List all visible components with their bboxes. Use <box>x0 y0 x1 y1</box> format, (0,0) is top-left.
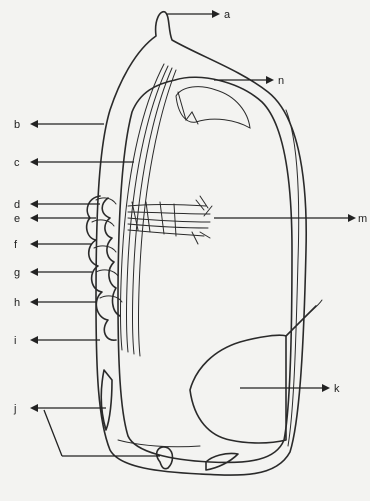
label-a: a <box>224 9 231 21</box>
label-m: m <box>358 213 367 225</box>
label-d: d <box>14 199 20 211</box>
label-b: b <box>14 119 20 131</box>
label-i: i <box>14 335 16 347</box>
label-j: j <box>13 403 16 415</box>
label-e: e <box>14 213 20 225</box>
label-c: c <box>14 157 20 169</box>
label-n: n <box>278 75 284 87</box>
label-h: h <box>14 297 20 309</box>
label-g: g <box>14 267 20 279</box>
label-k: k <box>334 383 340 395</box>
